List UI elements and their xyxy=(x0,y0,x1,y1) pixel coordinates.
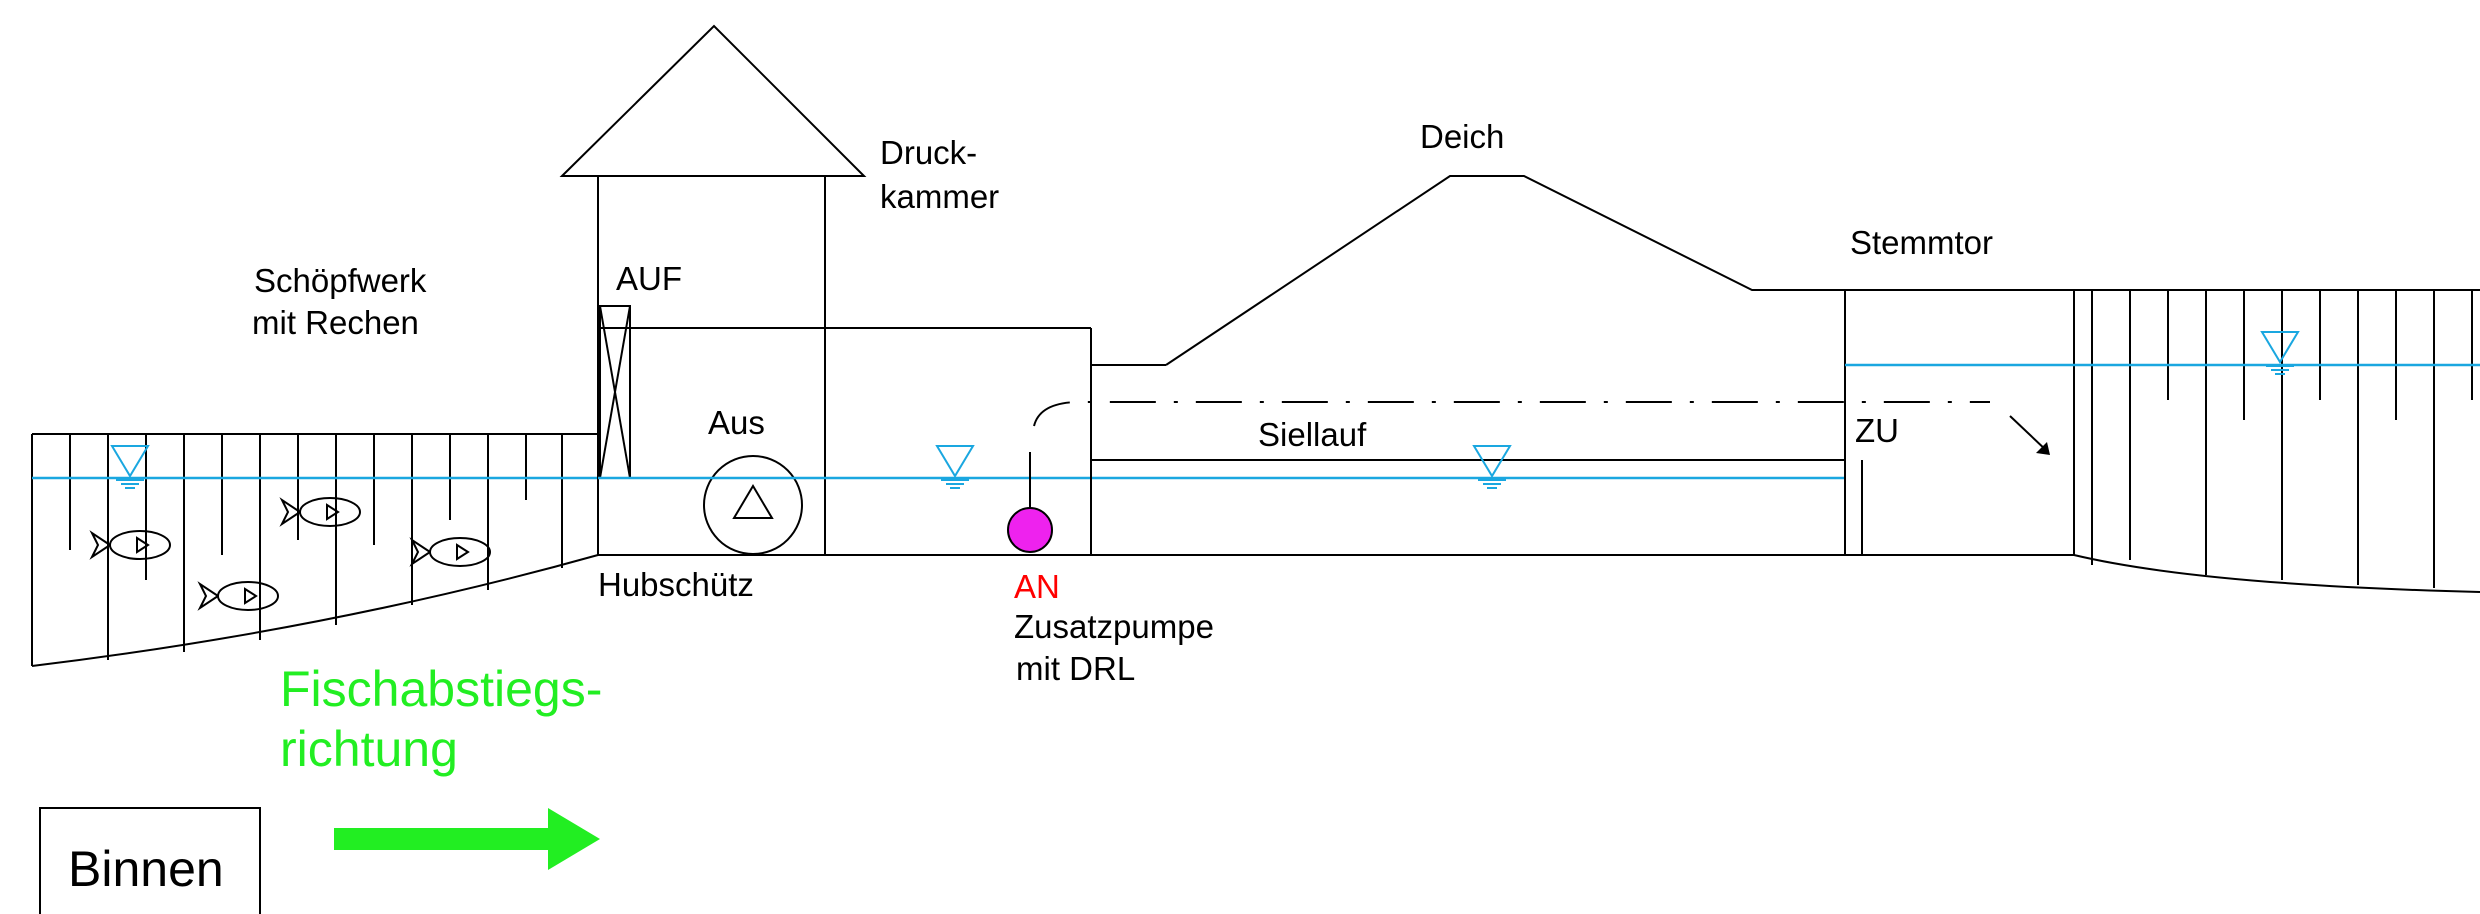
direction-arrow-icon xyxy=(334,808,600,870)
label-auf: AUF xyxy=(616,260,682,297)
pump-icon xyxy=(703,455,803,555)
label-binnen: Binnen xyxy=(68,841,224,897)
fish-icon xyxy=(89,530,171,560)
water-level-icon xyxy=(1472,445,1512,489)
fish-icon xyxy=(279,497,361,527)
label-schoepfwerk-2: mit Rechen xyxy=(252,304,419,341)
label-zu: ZU xyxy=(1855,412,1899,449)
siel-channel xyxy=(1090,328,1863,555)
label-zusatzpumpe-1: Zusatzpumpe xyxy=(1014,608,1214,645)
additional-pump-icon xyxy=(1007,452,1053,553)
label-fischabstieg-2: richtung xyxy=(280,721,458,777)
gate-icon xyxy=(599,305,631,479)
pump-house xyxy=(559,24,2074,556)
label-schoepfwerk-1: Schöpfwerk xyxy=(254,262,427,299)
water-level-icon xyxy=(2260,331,2300,375)
flow-path xyxy=(1033,401,1990,427)
label-pump-status: AN xyxy=(1014,568,1060,605)
label-hubschuetz: Hubschütz xyxy=(598,566,754,603)
label-siellauf: Siellauf xyxy=(1258,416,1367,453)
inland-basin xyxy=(31,433,599,667)
outer-basin xyxy=(1844,289,2480,593)
label-druckkammer-2: kammer xyxy=(880,178,999,215)
label-druckkammer-1: Druck- xyxy=(880,134,977,171)
label-stemmtor: Stemmtor xyxy=(1850,224,1993,261)
label-deich: Deich xyxy=(1420,118,1504,155)
fish-icon xyxy=(197,581,279,611)
water-level-icon xyxy=(935,445,975,489)
dike-outline xyxy=(1165,175,1845,366)
label-fischabstieg-1: Fischabstiegs- xyxy=(280,661,602,717)
outer-rake-bars xyxy=(2129,290,2473,588)
flow-arrow-icon xyxy=(2009,415,2050,455)
binnen-box xyxy=(39,807,261,914)
fish-icon xyxy=(409,537,491,567)
label-zusatzpumpe-2: mit DRL xyxy=(1016,650,1135,687)
water-level-icon xyxy=(110,445,150,489)
label-aus: Aus xyxy=(708,404,765,441)
